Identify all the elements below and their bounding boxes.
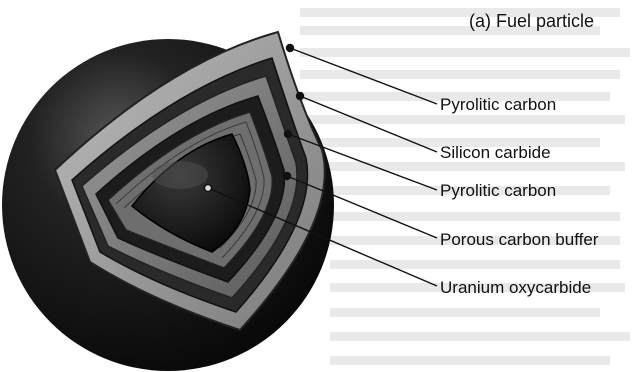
- figure-caption: (a) Fuel particle: [469, 12, 594, 30]
- label-outer-pyrolytic-carbon: Pyrolitic carbon: [440, 96, 556, 113]
- leader-dot-outer-pyrolytic-carbon: [287, 45, 294, 52]
- label-uranium-oxycarbide: Uranium oxycarbide: [440, 279, 591, 296]
- kernel-highlight: [152, 161, 208, 189]
- leader-line-outer-pyrolytic-carbon: [290, 48, 437, 104]
- label-inner-pyrolytic-carbon: Pyrolitic carbon: [440, 182, 556, 199]
- leader-dot-porous-carbon-buffer: [284, 173, 291, 180]
- label-silicon-carbide: Silicon carbide: [440, 144, 551, 161]
- leader-dot-uranium-oxycarbide: [205, 185, 212, 192]
- label-porous-carbon-buffer: Porous carbon buffer: [440, 231, 598, 248]
- leader-dot-inner-pyrolytic-carbon: [285, 131, 292, 138]
- leader-dot-silicon-carbide: [297, 93, 304, 100]
